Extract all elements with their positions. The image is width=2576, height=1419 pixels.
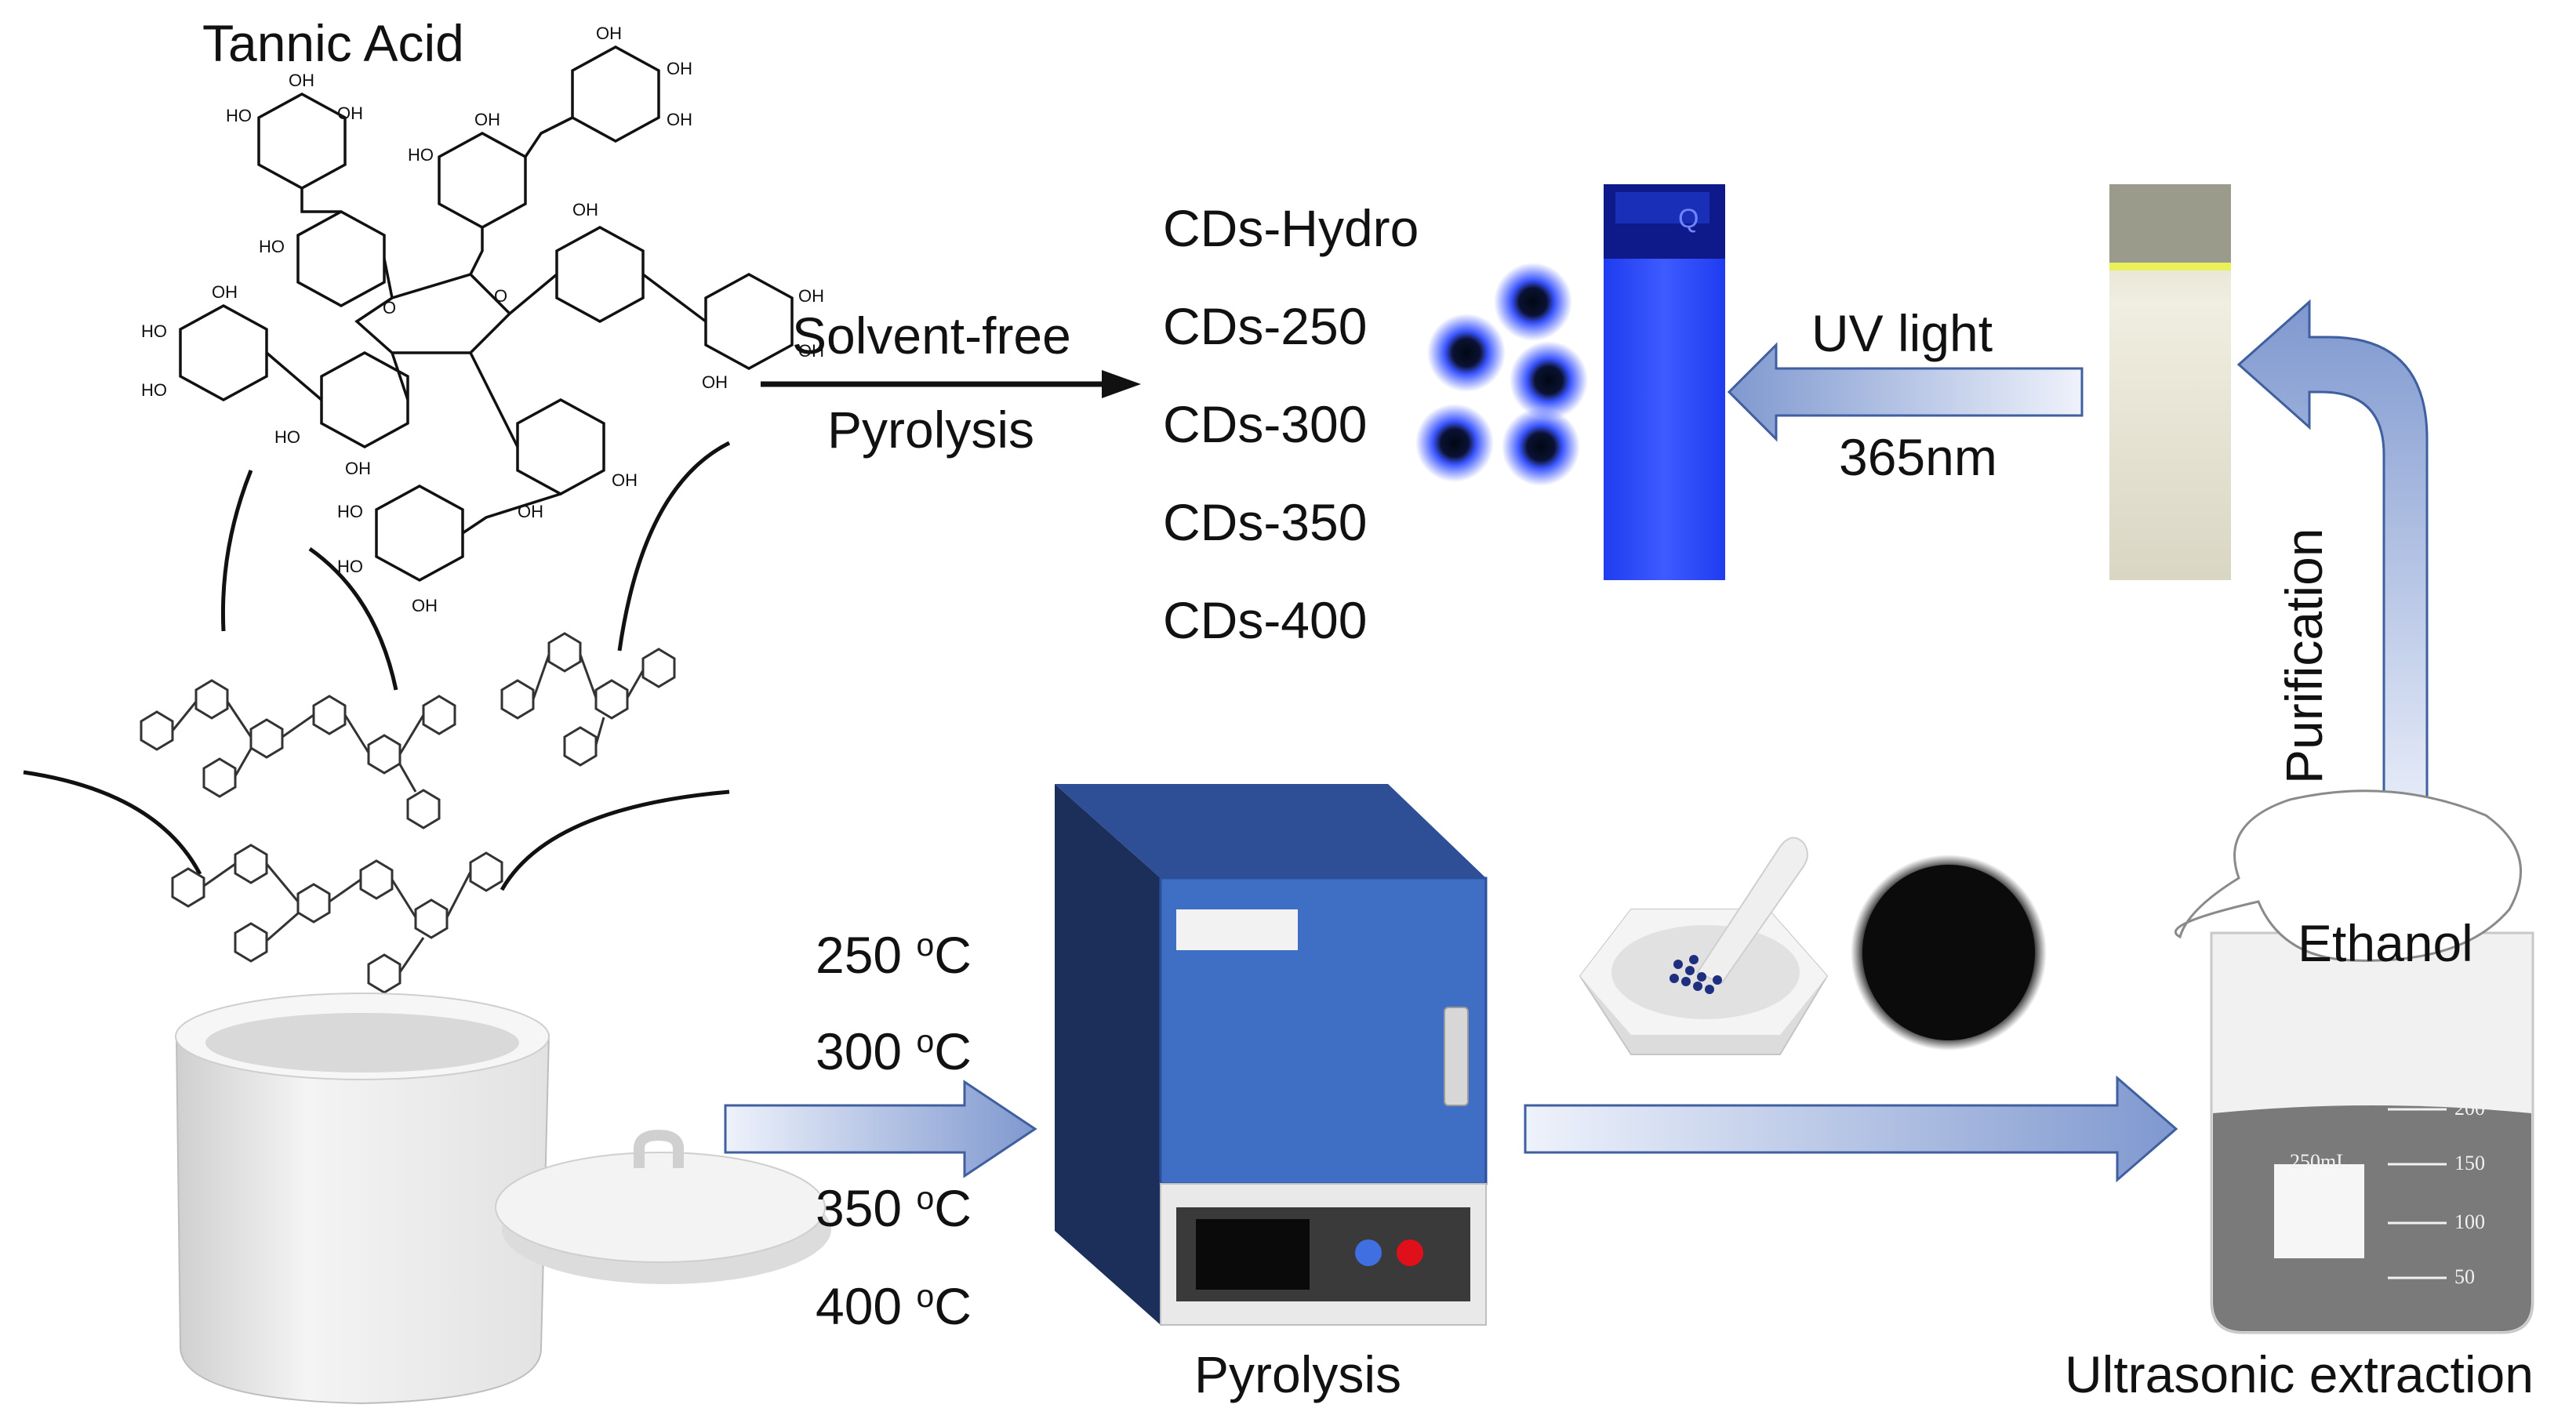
molecule-group-label: OH (289, 71, 314, 90)
cuvette-blue: Q (1604, 184, 1725, 580)
cd-sample-label: CDs-400 (1163, 591, 1368, 649)
carbon-dot-icon (1494, 263, 1572, 341)
solvent-free-label: Solvent-free (792, 307, 1071, 365)
temperature-label: 300 oC (816, 1022, 972, 1080)
molecule-group-label: OH (612, 470, 638, 490)
molecule-group-label: OH (667, 110, 692, 129)
temperature-label: 400 oC (816, 1277, 972, 1335)
lid-icon (495, 1129, 831, 1284)
temperature-label: 350 oC (816, 1179, 972, 1237)
molecule-group-label: HO (337, 502, 363, 521)
cd-sample-label: CDs-250 (1163, 297, 1368, 355)
cuvette-pale (2109, 184, 2231, 580)
molecule-group-label: OH (798, 341, 824, 361)
uv-arrow (1727, 342, 2084, 442)
carbon-powder-icon (1851, 855, 2047, 1051)
temperature-label: 250 oC (816, 926, 972, 984)
arrow-to-beaker (1524, 1075, 2178, 1183)
molecule-group-label: HO (141, 321, 167, 341)
molecule-clusters (140, 632, 676, 994)
ethanol-label: Ethanol (2298, 914, 2473, 972)
molecule-group-label: HO (337, 557, 363, 576)
molecule-group-label: OH (596, 24, 622, 43)
molecule-group-label: HO (274, 427, 300, 447)
molecule-group-label: OH (345, 459, 371, 478)
carbon-dot-icon (1415, 404, 1494, 482)
pointer-lines (23, 441, 731, 891)
beaker-scale-mark: 250 (2454, 1039, 2485, 1062)
molecule-group-label: OH (518, 502, 543, 521)
mortar-icon (1579, 837, 1829, 1055)
cd-sample-label: CDs-Hydro (1163, 199, 1419, 257)
tannic-acid-structure (179, 45, 794, 582)
cd-sample-label: CDs-350 (1163, 493, 1368, 551)
pyrolysis-top-label: Pyrolysis (827, 401, 1035, 459)
carbon-dot-icon (1502, 408, 1580, 486)
carbon-dot-icon (1510, 341, 1588, 419)
molecule-group-label: HO (226, 106, 252, 125)
ultrasonic-extraction-label: Ultrasonic extraction (2065, 1345, 2534, 1403)
purification-arrow (2236, 299, 2429, 848)
molecule-group-label: OH (572, 200, 598, 220)
molecule-group-label: O (494, 286, 507, 306)
molecule-group-label: OH (474, 110, 500, 129)
molecule-group-label: HO (259, 237, 285, 256)
beaker-scale-mark: 100 (2454, 1210, 2485, 1233)
molecule-group-label: OH (702, 372, 728, 392)
arrow-to-furnace (724, 1080, 1037, 1178)
beaker-volume: 250mL (2290, 1150, 2349, 1173)
ethanol-bubble (2175, 789, 2522, 962)
tannic-acid-title: Tannic Acid (202, 14, 464, 72)
molecule-group-label: OH (337, 103, 363, 123)
carbon-dot-icon (1427, 314, 1506, 392)
purification-label: Purification (2275, 528, 2333, 785)
molecule-group-label: O (383, 298, 396, 318)
wavelength-label: 365nm (1839, 428, 1997, 486)
molecule-group-label: OH (798, 286, 824, 306)
crucible-icon (175, 993, 550, 1405)
cuvette-mark: Q (1678, 204, 1699, 234)
molecule-group-label: OH (412, 596, 438, 615)
pyrolysis-bottom-label: Pyrolysis (1194, 1345, 1402, 1403)
beaker-scale-mark: 200 (2454, 1097, 2485, 1120)
molecule-group-label: HO (141, 380, 167, 400)
beaker-scale-mark: 150 (2454, 1152, 2485, 1174)
molecule-group-label: HO (408, 145, 434, 165)
cd-sample-label: CDs-300 (1163, 395, 1368, 453)
black-arrow (761, 370, 1141, 398)
tannic-acid-groups: OH HO OH OH OH OH HO OH HO OH OH OH OH H… (141, 24, 824, 615)
molecule-group-label: OH (212, 282, 238, 302)
beaker-scale-mark: 50 (2454, 1265, 2475, 1288)
beaker-icon: 250mL 250 200 150 100 50 (2210, 931, 2534, 1334)
molecule-group-label: OH (667, 59, 692, 78)
uv-light-label: UV light (1811, 304, 1993, 362)
carbon-dots (1415, 263, 1588, 486)
furnace-icon (1055, 784, 1488, 1326)
